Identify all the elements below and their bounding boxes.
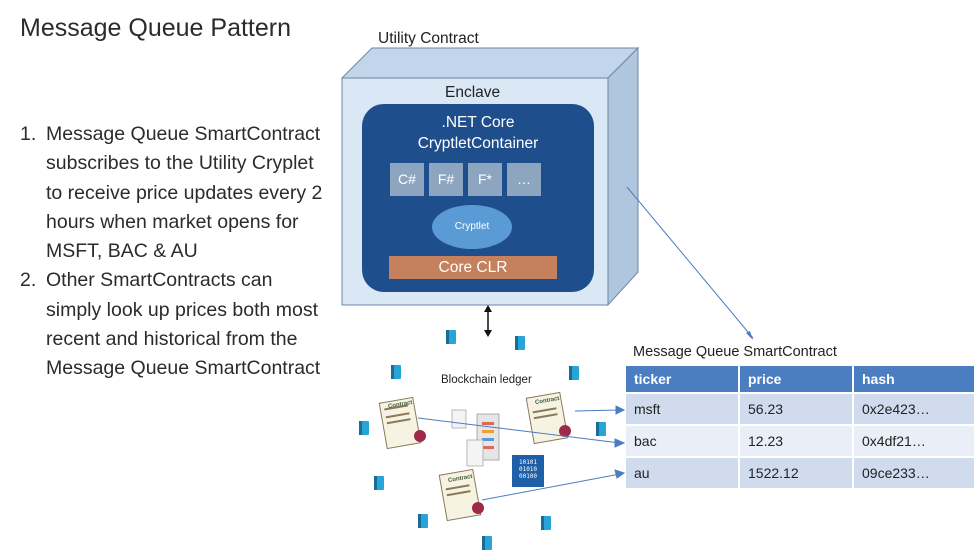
contract-to-msft-arrowhead: [615, 405, 626, 415]
step-text: Other SmartContracts can simply look up …: [46, 269, 321, 380]
step-text: Message Queue SmartContract subscribes t…: [46, 123, 323, 263]
language-fsharp: F#: [429, 163, 463, 196]
step-number: 1.: [20, 123, 37, 145]
column-header-ticker: ticker: [626, 366, 739, 393]
book-spine: [391, 365, 394, 379]
contract-scroll-icon: [378, 396, 426, 450]
table-row: msft 56.23 0x2e423…: [626, 392, 974, 425]
container-line1: .NET Core: [441, 114, 515, 131]
ticker-cell: msft: [626, 392, 739, 425]
book-spine: [359, 421, 362, 435]
book-spine: [418, 514, 421, 528]
cube-side-face: [607, 46, 639, 307]
contract-to-au-arrowhead: [614, 469, 626, 479]
book-spine: [446, 330, 449, 344]
column-header-hash: hash: [852, 366, 974, 393]
core-clr-bar: Core CLR: [389, 256, 557, 279]
page-title: Message Queue Pattern: [20, 14, 291, 42]
hash-cell: 0x2e423…: [852, 392, 974, 425]
server-icon: [482, 438, 494, 441]
hash-cell: 0x4df21…: [852, 424, 974, 457]
contract-to-au-arrow: [481, 473, 621, 501]
connector-arrow-up: [484, 305, 492, 312]
price-cell: 1522.12: [738, 456, 853, 488]
cryptlet-container-box: [362, 104, 594, 292]
ticker-cell: bac: [626, 424, 739, 457]
price-cell: 12.23: [738, 424, 853, 457]
enclave-label: Enclave: [445, 84, 501, 101]
book-spine: [374, 476, 377, 490]
connector-arrow-down: [484, 330, 492, 337]
server-icon: [482, 446, 494, 449]
message-queue-table: ticker price hash msft 56.23 0x2e423… ba…: [626, 366, 974, 488]
container-line2: CryptletContainer: [417, 135, 539, 152]
message-queue-title: Message Queue SmartContract: [633, 344, 837, 360]
language-csharp: C#: [390, 163, 424, 196]
cryptlet-node: Cryptlet: [432, 205, 512, 249]
contract-to-msft-arrow: [574, 409, 621, 412]
binary-data-icon: [512, 455, 544, 487]
binary-data-text: 10101 01010 00100: [514, 459, 542, 480]
column-header-price: price: [738, 366, 853, 393]
price-cell: 56.23: [738, 392, 853, 425]
binary-line: 01010: [518, 466, 538, 473]
language-fstar: F*: [468, 163, 502, 196]
binary-line: 00100: [518, 473, 538, 480]
book-spine: [569, 366, 572, 380]
contract-scroll-icon: [438, 468, 484, 522]
server-icon: [482, 430, 494, 433]
step-item: 2. Other SmartContracts can simply look u…: [20, 266, 330, 383]
blockchain-ledger-label: Blockchain ledger: [441, 374, 532, 386]
cryptlet-container-label: .NET Core CryptletContainer: [362, 112, 594, 154]
book-spine: [541, 516, 544, 530]
table-header-row: ticker price hash: [626, 366, 974, 393]
contract-to-bac-arrowhead: [614, 438, 626, 448]
ticker-cell: au: [626, 456, 739, 488]
step-number: 2.: [20, 269, 37, 292]
document-icon: [451, 409, 467, 429]
hash-cell: 09ce233…: [852, 456, 974, 488]
binary-line: 10101: [518, 459, 538, 466]
cube-to-table-arrow: [626, 186, 754, 339]
utility-contract-label: Utility Contract: [378, 30, 479, 47]
steps-list: 1. Message Queue SmartContract subscribes…: [20, 120, 330, 384]
cube-top-face: [340, 47, 640, 79]
contract-to-bac-arrow: [417, 417, 621, 444]
book-spine: [515, 336, 518, 350]
document-icon: [466, 439, 484, 467]
step-item: 1. Message Queue SmartContract subscribes…: [20, 120, 330, 266]
server-icon: [482, 422, 494, 425]
table-row: au 1522.12 09ce233…: [626, 456, 974, 488]
book-spine: [596, 422, 599, 436]
book-spine: [482, 536, 485, 550]
cube-to-table-arrowhead: [746, 331, 753, 340]
table-row: bac 12.23 0x4df21…: [626, 424, 974, 457]
language-more: …: [507, 163, 541, 196]
contract-scroll-icon: [525, 391, 571, 445]
